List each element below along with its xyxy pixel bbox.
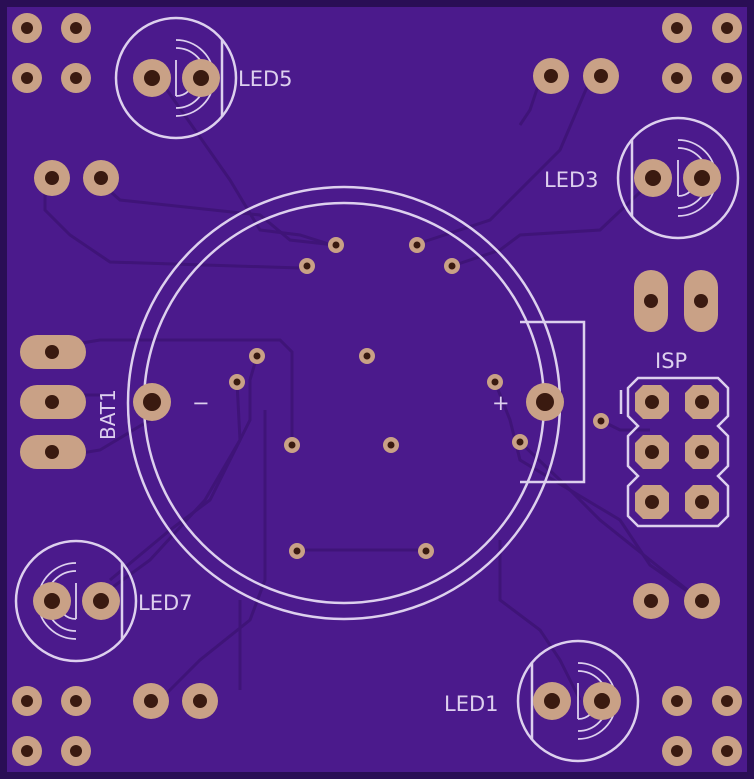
led1-label: LED1 bbox=[444, 692, 499, 716]
isp-label: ISP bbox=[655, 349, 687, 373]
led3-label: LED3 bbox=[544, 168, 599, 192]
isp-header-outline bbox=[619, 376, 730, 528]
board-substrate bbox=[7, 7, 747, 772]
led7-footprint bbox=[14, 539, 138, 663]
led1-footprint bbox=[516, 639, 640, 763]
led5-label: LED5 bbox=[238, 67, 293, 91]
minus-marker: − bbox=[192, 391, 210, 415]
plus-marker: + bbox=[492, 391, 510, 415]
bat1-label: BAT1 bbox=[96, 389, 120, 440]
led5-footprint bbox=[114, 16, 238, 140]
led7-label: LED7 bbox=[138, 591, 193, 615]
battery-pads bbox=[133, 383, 564, 421]
led3-footprint bbox=[616, 116, 740, 240]
